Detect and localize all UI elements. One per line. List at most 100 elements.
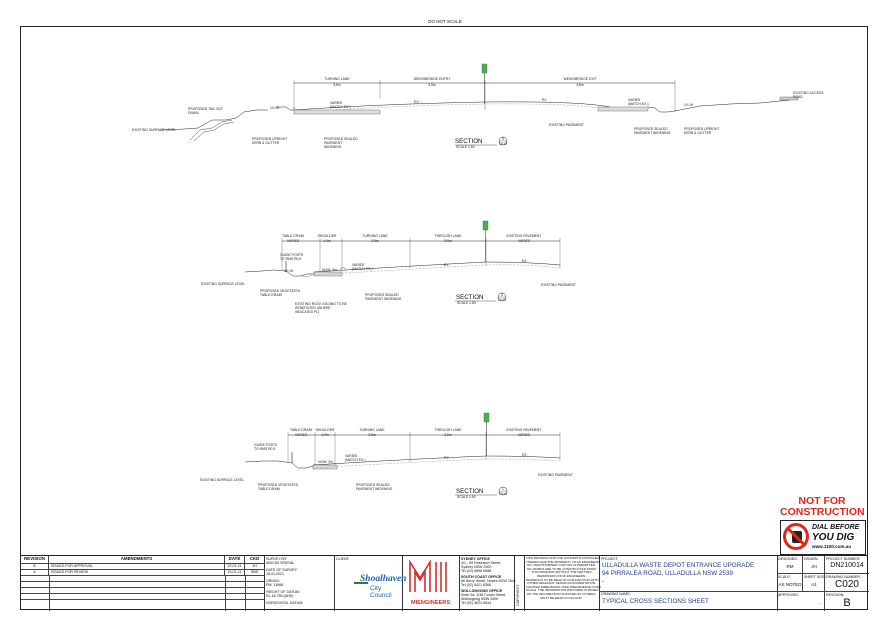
section-title: SECTION: [456, 294, 484, 301]
no-dig-icon: [783, 523, 809, 550]
width-label: WEIGHBRIDGE EXIT: [564, 77, 597, 81]
section-sheet: C010: [499, 142, 507, 146]
ckd-cell: SBD: [245, 570, 264, 576]
existing-surface-left: [159, 109, 268, 131]
width-label: EXISTING PAVEMENT: [507, 428, 542, 432]
drawn-label: DRAWN:: [804, 557, 819, 561]
section-1: [244, 412, 561, 496]
drawn-value: JH: [811, 564, 817, 569]
existing-surface-left: [244, 460, 314, 469]
client-logo-bottom: City Council: [370, 585, 392, 599]
rock-edging: [339, 267, 347, 271]
section-3: [159, 63, 799, 146]
traffic-signal-icon: [483, 412, 490, 423]
section-scale: SCALE 1:50: [457, 301, 476, 305]
sheet-size-label: SHEET SIZE:: [804, 575, 826, 579]
revision-value: B: [843, 597, 851, 609]
amendments-header: AMENDMENTS: [49, 556, 225, 564]
approved-label: APPROVED:: [778, 593, 799, 597]
stamp-line-1: NOT FOR: [798, 495, 846, 507]
width-value: 3.5m: [368, 433, 376, 437]
height-datum-value: RL 18.755 (AHD): [266, 594, 294, 598]
width-label: TURNING LANE: [362, 234, 388, 238]
project-panel: PROJECT: ULLADULLA WASTE DEPOT ENTRANCE …: [599, 556, 778, 611]
designed-value: RM: [786, 564, 794, 569]
date-cell: 15.01.21: [225, 570, 245, 576]
section-labels: TURNING LANE 3.8m WEIGHBRIDGE ENTRY 3.5m…: [132, 77, 824, 499]
project-line-2: 94 PIRRALEA ROAD, ULLADULLA NSW 2539: [602, 570, 733, 577]
sheet-size-value: A1: [811, 582, 817, 587]
pavement-surface: [313, 261, 561, 273]
office-address: 66 Berry Street, Nowra NSW 2541 Tel (02)…: [461, 579, 516, 588]
note-existing-pavement: EXISTING PAVEMENT: [549, 123, 584, 127]
scale-label: SCALE:: [778, 575, 791, 579]
note-varies: VARIES(MATCH EX.): [352, 263, 372, 271]
kerb-left: [276, 106, 295, 111]
scale-value: AS NOTED: [778, 582, 802, 587]
project-line-3: -: [602, 578, 605, 585]
designed-label: DESIGNED:: [778, 557, 798, 561]
survey-date-label: DATE OF SURVEY:: [266, 568, 298, 572]
width-label: EXISTING PAVEMENT: [507, 234, 542, 238]
crossfall-label: EX.: [444, 263, 450, 267]
note-existing-pavement: EXISTING PAVEMENT: [541, 283, 576, 287]
section-ref: 1: [502, 487, 504, 491]
project-number: DN210014: [830, 562, 864, 569]
office-address: Suite 2a, 1/38 Crown Street, Wollongong …: [461, 593, 507, 606]
width-label: THROUGH LANE: [435, 234, 463, 238]
crossfall-label: EX.: [444, 456, 450, 460]
section-title: SECTION: [455, 138, 483, 145]
dial-before-you-dig-badge: DIAL BEFORE YOU DIG www.1100.com.au: [780, 520, 866, 555]
section-scale: SCALE 1:50: [457, 495, 476, 499]
height-datum-label: HEIGHT OF DATUM:: [266, 590, 301, 594]
client-logo-top: Shoalhaven: [360, 574, 407, 584]
drawing-name-label: DRAWING NAME:: [601, 592, 631, 596]
width-label: TABLE DRAIN: [282, 234, 305, 238]
section-ref: 3: [502, 137, 504, 141]
mi-logo-icon: [409, 559, 447, 592]
client-label: CLIENT:: [336, 557, 350, 561]
horizontal-datum-label: HORIZONTAL DATUM:: [266, 601, 304, 605]
crossfall-label: EX.: [414, 100, 420, 104]
slope-label: 1V:1H: [684, 103, 694, 107]
kerb-right: [647, 106, 681, 113]
existing-surface-left: [244, 269, 314, 277]
project-number-label: PROJECT NUMBER:: [826, 557, 861, 561]
note-varies: VARIES(MATCH EX.): [345, 454, 365, 462]
crossfall-label: EX.: [542, 98, 548, 102]
copyright-text: THIS DRAWING AND THE CONCEPTS CONTAINED …: [526, 556, 602, 600]
width-value: 1.0m: [321, 433, 329, 437]
pavement-surface: [293, 101, 611, 111]
not-for-construction-stamp: NOT FOR CONSTRUCTION: [780, 495, 865, 518]
origin-value: PM: 11968: [266, 583, 284, 587]
width-value: 3.8m: [333, 83, 341, 87]
width-value: 3.5m: [444, 433, 452, 437]
copyright-label: COPYRIGHT: [516, 584, 520, 606]
ckd-header: CKD: [245, 556, 264, 564]
amendment-cell: ISSUED FOR APPROVAL: [49, 564, 225, 570]
firm-name: MIENGINEERS: [410, 600, 451, 606]
project-line-1: ULLADULLA WASTE DEPOT ENTRANCE UPGRADE: [602, 562, 755, 569]
width-label: SHOULDER: [316, 428, 335, 432]
revision-cell: B: [21, 564, 49, 570]
width-label: SHOULDER: [318, 234, 337, 238]
width-label: TURNING LANE: [324, 77, 350, 81]
section-ref: 2: [501, 293, 503, 297]
section-2: [244, 220, 561, 302]
width-value: VARIES: [518, 433, 531, 437]
existing-surface-right: [679, 99, 791, 111]
width-label: THROUGH LANE: [435, 428, 463, 432]
note-existing-pavement: EXISTING PAVEMENT: [538, 473, 573, 477]
drawing-number-label: DRAWING NUMBER:: [826, 575, 861, 579]
revision-label: REVISION:: [826, 593, 845, 597]
width-value: VARIES: [518, 239, 531, 243]
now-label: NOW: 3%: [322, 268, 337, 272]
crossfall-label: EX.: [522, 453, 528, 457]
